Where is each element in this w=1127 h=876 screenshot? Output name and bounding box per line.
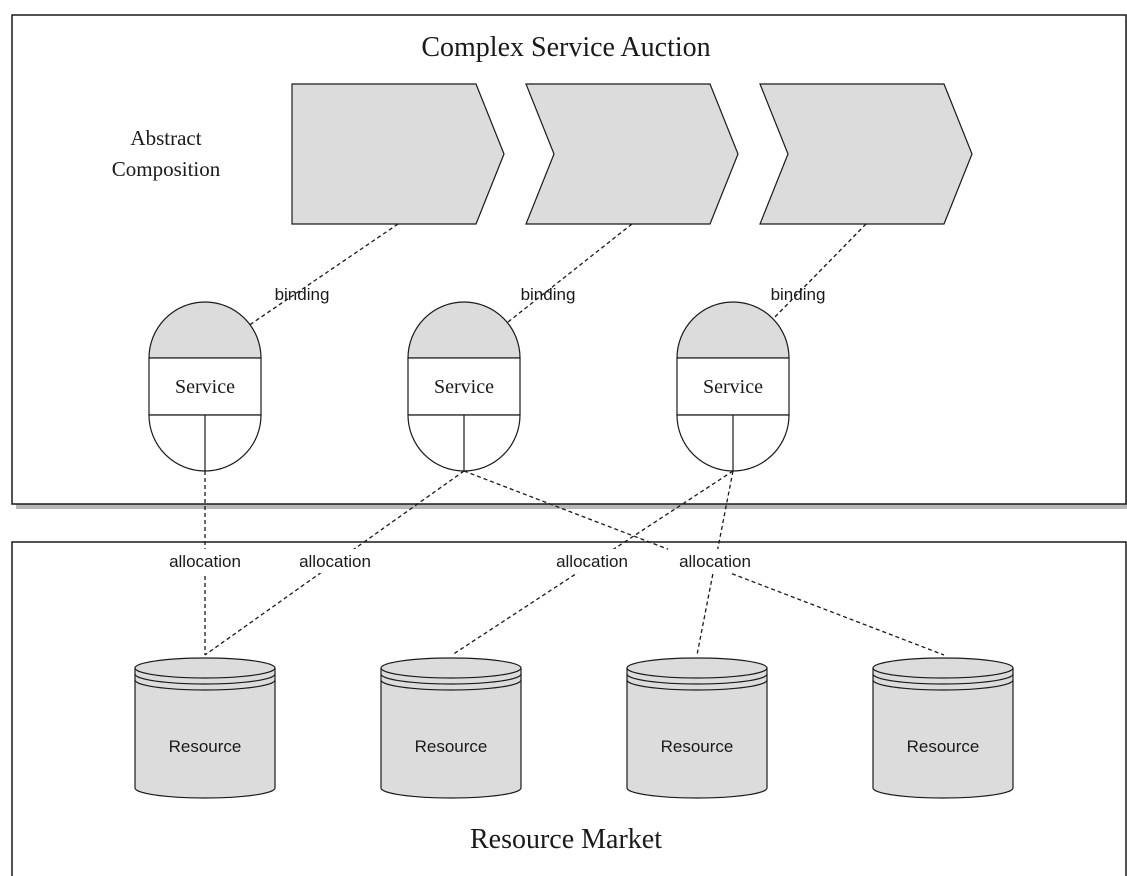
service-3-label: Service — [703, 376, 763, 398]
service-3: Service — [676, 301, 790, 472]
allocation-link-s2-r1 — [204, 470, 465, 656]
allocation-labels: allocation allocation allocation allocat… — [158, 549, 762, 573]
binding-label-1: binding — [275, 285, 330, 304]
resource-3: Resource — [626, 657, 768, 799]
resource-4-body — [872, 668, 1014, 799]
resource-2-top — [380, 657, 522, 679]
resource-4-ring-2 — [872, 679, 1014, 691]
service-2: Service — [407, 301, 521, 472]
auction-panel-title: Complex Service Auction — [421, 32, 710, 63]
allocation-label-2: allocation — [299, 552, 371, 571]
composition-step-2 — [525, 83, 739, 225]
resource-2-body — [380, 668, 522, 799]
binding-label-3: binding — [771, 285, 826, 304]
resource-3-ring-2 — [626, 679, 768, 691]
allocation-label-4-bg — [668, 549, 762, 573]
binding-label-2: binding — [521, 285, 576, 304]
resource-1-ring-1 — [134, 673, 276, 685]
binding-link-2 — [507, 223, 633, 323]
service-3-top — [676, 301, 790, 359]
service-2-top — [407, 301, 521, 359]
binding-link-1 — [247, 223, 399, 327]
resource-3-top — [626, 657, 768, 679]
composition-label-line1: Abstract — [130, 126, 201, 150]
service-1-body — [148, 357, 262, 416]
resource-4: Resource — [872, 657, 1014, 799]
allocation-label-3-bg — [545, 549, 639, 573]
service-1-label: Service — [175, 376, 235, 398]
binding-links — [247, 223, 867, 327]
resource-3-ring-1 — [626, 673, 768, 685]
resource-4-top — [872, 657, 1014, 679]
service-1-top — [148, 301, 262, 359]
resource-2-ring-1 — [380, 673, 522, 685]
market-panel-title: Resource Market — [470, 824, 662, 855]
service-1: Service — [148, 301, 262, 472]
composition-steps — [291, 83, 973, 225]
composition-step-3 — [759, 83, 973, 225]
resource-1: Resource — [134, 657, 276, 799]
resource-3-label: Resource — [661, 737, 734, 756]
resource-1-ring-2 — [134, 679, 276, 691]
allocation-label-4: allocation — [679, 552, 751, 571]
resource-1-body — [134, 668, 276, 799]
resource-4-ring-1 — [872, 673, 1014, 685]
allocation-label-2-bg — [288, 549, 382, 573]
allocation-label-1-bg — [158, 549, 252, 573]
allocation-label-3: allocation — [556, 552, 628, 571]
resource-1-top — [134, 657, 276, 679]
resource-2: Resource — [380, 657, 522, 799]
resource-2-ring-2 — [380, 679, 522, 691]
allocation-label-1: allocation — [169, 552, 241, 571]
resource-4-label: Resource — [907, 737, 980, 756]
composition-label-line2: Composition — [112, 157, 221, 181]
resource-1-label: Resource — [169, 737, 242, 756]
resource-2-label: Resource — [415, 737, 488, 756]
service-2-label: Service — [434, 376, 494, 398]
composition-step-1 — [291, 83, 505, 225]
allocation-link-s2-r4 — [463, 470, 945, 656]
binding-link-3 — [769, 223, 867, 323]
resource-3-body — [626, 668, 768, 799]
